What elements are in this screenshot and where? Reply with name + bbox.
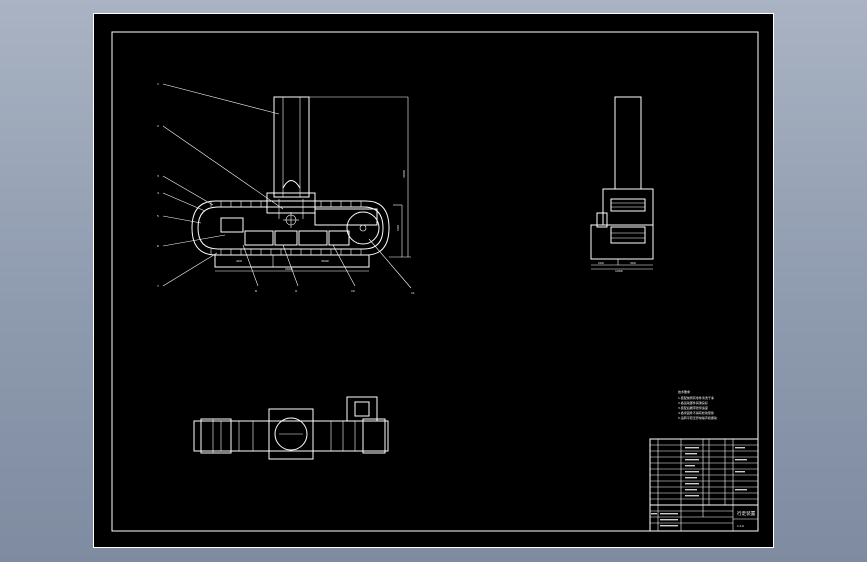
side-mast [614,96,642,190]
dim-seg-a: 400 [236,259,242,263]
label-10: 10 [351,289,355,293]
inner-frame [111,31,759,532]
side-dim-right: 300 [630,261,636,265]
drawing-sheet: 400 3000 2900 3000 500 1 2 3 4 5 6 7 [93,13,774,548]
leader-lines [162,83,412,289]
note-5: 5.运转平稳无异常噪声和振动 [678,415,717,420]
label-3: 3 [157,174,159,178]
front-view: 400 3000 2900 3000 500 1 2 3 4 5 6 7 [157,82,415,295]
notes-heading: 技术要求 [678,389,690,394]
mast [273,96,310,198]
top-view [193,396,389,460]
label-11: 11 [411,291,415,295]
side-dim-left: 200 [598,261,604,265]
idler-wheel [346,211,380,245]
note-2: 2.各运动部件润滑良好 [678,400,708,405]
cad-drawing: 400 3000 2900 3000 500 1 2 3 4 5 6 7 [93,13,774,548]
note-4: 4.各紧固件不得有松动现象 [678,410,714,415]
label-1: 1 [157,82,159,86]
note-3: 3.装配后履带张紧适度 [678,405,708,410]
note-1: 1.装配前所有零件清洗干净 [678,395,714,400]
side-view: 200 300 1000 [590,96,654,273]
outer-frame [93,13,774,548]
dim-seg-b: 3000 [321,259,329,263]
label-6: 6 [157,244,159,248]
parts-list-cells [651,447,747,527]
label-7: 7 [157,284,159,288]
label-5: 5 [157,214,159,218]
label-8: 8 [255,289,257,293]
top-track [193,420,389,452]
dim-overall: 2900 [285,267,293,271]
side-dim-overall: 1000 [615,269,623,273]
turntable [274,417,308,451]
technical-notes: 技术要求 1.装配前所有零件清洗干净 2.各运动部件润滑良好 3.装配后履带张紧… [678,389,717,420]
label-9: 9 [295,289,297,293]
drawing-scale: 1:10 [737,524,744,528]
turntable-box [268,408,314,460]
drawing-name: 行走装置 [737,510,756,517]
label-2: 2 [157,124,159,128]
label-4: 4 [157,191,159,195]
dim-height: 3000 [402,170,406,178]
dim-side-height: 500 [396,225,400,231]
title-block: 行走装置 1:10 [649,438,759,532]
